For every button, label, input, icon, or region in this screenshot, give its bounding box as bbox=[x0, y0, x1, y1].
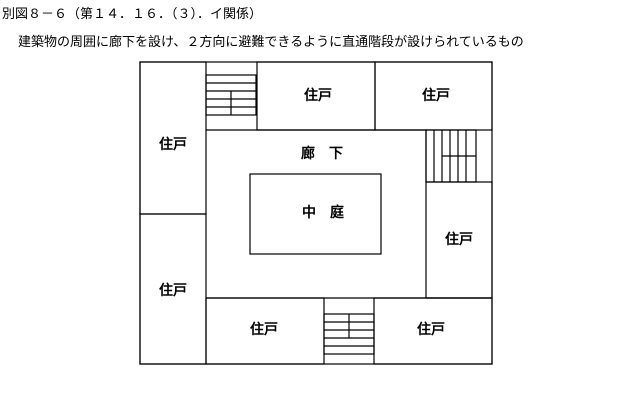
label-unit-top-right: 住戸 bbox=[422, 87, 450, 104]
label-unit-bottom-center: 住戸 bbox=[250, 321, 278, 338]
label-courtyard: 中 庭 bbox=[302, 204, 345, 221]
label-unit-right-middle: 住戸 bbox=[445, 231, 473, 248]
staircase-top-icon bbox=[205, 74, 257, 116]
label-corridor: 廊 下 bbox=[301, 145, 343, 162]
label-unit-left-upper: 住戸 bbox=[159, 136, 187, 153]
staircase-bottom-icon bbox=[323, 313, 375, 355]
label-unit-bottom-right: 住戸 bbox=[417, 321, 445, 338]
label-unit-left-lower: 住戸 bbox=[159, 282, 187, 299]
label-unit-top-center: 住戸 bbox=[304, 87, 332, 104]
staircase-right-icon bbox=[425, 129, 477, 183]
figure-heading: 別図８－６（第１４．１６．（３）．イ関係） bbox=[2, 7, 263, 22]
figure-description: 建築物の周囲に廊下を設け、２方向に避難できるように直通階段が設けられているもの bbox=[18, 35, 524, 50]
room-courtyard bbox=[249, 173, 382, 255]
room-unit-left-lower bbox=[139, 213, 207, 365]
